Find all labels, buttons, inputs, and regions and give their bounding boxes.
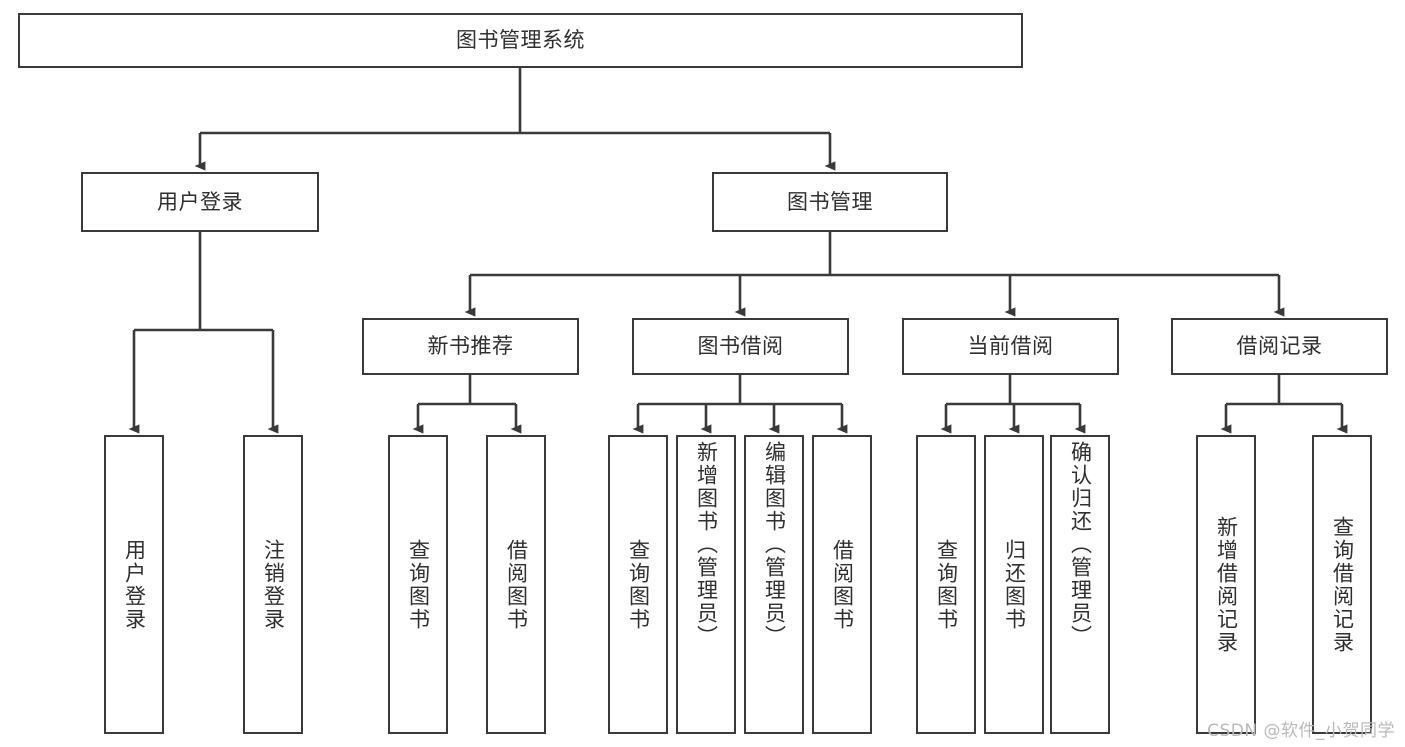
node-leaf-borrow-book[interactable]: 借阅图书: [812, 435, 872, 734]
node-leaf-user-login-label: 用户登录: [122, 538, 147, 631]
node-book-manage-label: 图书管理: [787, 189, 873, 214]
node-leaf-confirm-return-label: 确认归还（管理员）: [1068, 441, 1093, 648]
node-book-borrow[interactable]: 图书借阅: [632, 318, 849, 375]
node-book-manage[interactable]: 图书管理: [712, 172, 948, 232]
node-root-label: 图书管理系统: [456, 28, 585, 53]
node-leaf-borrow-book-label: 借阅图书: [830, 538, 855, 631]
node-root[interactable]: 图书管理系统: [18, 13, 1023, 68]
node-leaf-return-book[interactable]: 归还图书: [984, 435, 1044, 734]
node-leaf-borrow-book-rec[interactable]: 借阅图书: [486, 435, 546, 734]
node-new-book-rec[interactable]: 新书推荐: [362, 318, 579, 375]
node-borrow-record-label: 借阅记录: [1236, 334, 1323, 359]
node-leaf-query-book-rec[interactable]: 查询图书: [388, 435, 448, 734]
node-current-borrow-label: 当前借阅: [967, 334, 1054, 359]
node-leaf-edit-book[interactable]: 编辑图书（管理员）: [744, 435, 804, 734]
node-book-borrow-label: 图书借阅: [697, 334, 784, 359]
node-leaf-add-book-label: 新增图书（管理员）: [694, 441, 719, 648]
node-leaf-user-login[interactable]: 用户登录: [104, 435, 164, 734]
node-leaf-query-record[interactable]: 查询借阅记录: [1312, 435, 1372, 734]
node-leaf-add-book[interactable]: 新增图书（管理员）: [676, 435, 736, 734]
node-leaf-logout[interactable]: 注销登录: [243, 435, 303, 734]
node-leaf-query-book-rec-label: 查询图书: [406, 538, 431, 631]
node-leaf-confirm-return[interactable]: 确认归还（管理员）: [1050, 435, 1110, 734]
node-borrow-record[interactable]: 借阅记录: [1171, 318, 1388, 375]
node-user-login[interactable]: 用户登录: [81, 172, 319, 232]
node-current-borrow[interactable]: 当前借阅: [902, 318, 1119, 375]
watermark-text: CSDN @软件_小贺同学: [1207, 721, 1395, 741]
node-leaf-logout-label: 注销登录: [261, 538, 286, 631]
node-new-book-rec-label: 新书推荐: [427, 334, 514, 359]
node-leaf-edit-book-label: 编辑图书（管理员）: [762, 441, 787, 648]
node-leaf-query-book-cur[interactable]: 查询图书: [916, 435, 976, 734]
node-user-login-label: 用户登录: [157, 189, 243, 214]
node-leaf-borrow-book-rec-label: 借阅图书: [504, 538, 529, 631]
node-leaf-query-book-borrow[interactable]: 查询图书: [608, 435, 668, 734]
node-leaf-query-book-borrow-label: 查询图书: [626, 538, 651, 631]
node-leaf-return-book-label: 归还图书: [1002, 538, 1027, 631]
node-leaf-query-book-cur-label: 查询图书: [934, 538, 959, 631]
node-leaf-add-record-label: 新增借阅记录: [1214, 515, 1239, 654]
node-leaf-query-record-label: 查询借阅记录: [1330, 515, 1355, 654]
node-leaf-add-record[interactable]: 新增借阅记录: [1196, 435, 1256, 734]
